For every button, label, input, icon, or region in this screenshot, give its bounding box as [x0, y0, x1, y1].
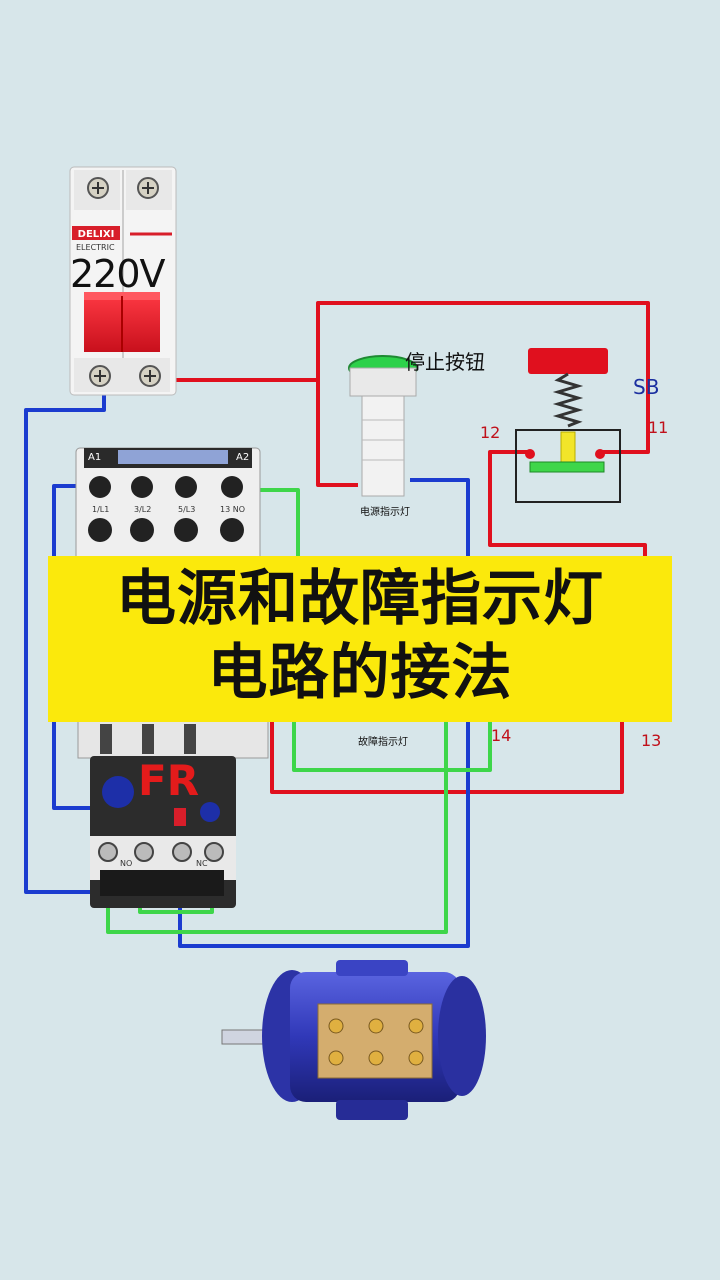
brand-logo: [72, 226, 120, 240]
terminal-13-label: 13: [641, 731, 662, 750]
svg-text:A1: A1: [88, 452, 101, 463]
circuit-breaker: DELIXI ELECTRIC: [69, 166, 177, 396]
banner-line-2: 电路的接法: [207, 638, 513, 708]
power-indicator-lamp: [348, 355, 418, 497]
svg-text:1/L1: 1/L1: [92, 505, 109, 514]
voltage-label: 220V: [70, 252, 166, 296]
svg-text:ELECTRIC: ELECTRIC: [76, 243, 115, 252]
thermal-relay-label: FR: [138, 756, 200, 805]
terminal-14-label: 14: [491, 726, 512, 745]
svg-text:DELIXI: DELIXI: [78, 229, 115, 240]
thermal-relay: NO NC: [90, 756, 236, 908]
svg-text:13 NO: 13 NO: [220, 505, 245, 514]
title-banner: 电源和故障指示灯 电路的接法: [48, 556, 672, 722]
stop-button-code: SB: [633, 375, 660, 399]
terminal-11-label: 11: [648, 418, 669, 437]
svg-text:NC: NC: [196, 859, 208, 868]
electric-motor: [221, 960, 486, 1120]
svg-text:NO: NO: [120, 859, 132, 868]
stop-button[interactable]: [515, 348, 621, 503]
current-dial[interactable]: [102, 776, 134, 808]
contactor: 1/L1 3/L2 5/L3 13 NO A1 A2: [75, 447, 261, 561]
terminal-12-label: 12: [480, 423, 501, 442]
fault-lamp-label: 故障指示灯: [358, 737, 408, 748]
svg-text:A2: A2: [236, 452, 249, 463]
contactor-lower: [77, 717, 269, 759]
stop-button-label: 停止按钮: [405, 350, 485, 374]
reset-button[interactable]: [200, 802, 220, 822]
banner-line-1: 电源和故障指示灯: [116, 564, 604, 634]
power-lamp-label: 电源指示灯: [360, 507, 410, 518]
svg-text:5/L3: 5/L3: [178, 505, 195, 514]
svg-text:3/L2: 3/L2: [134, 505, 151, 514]
